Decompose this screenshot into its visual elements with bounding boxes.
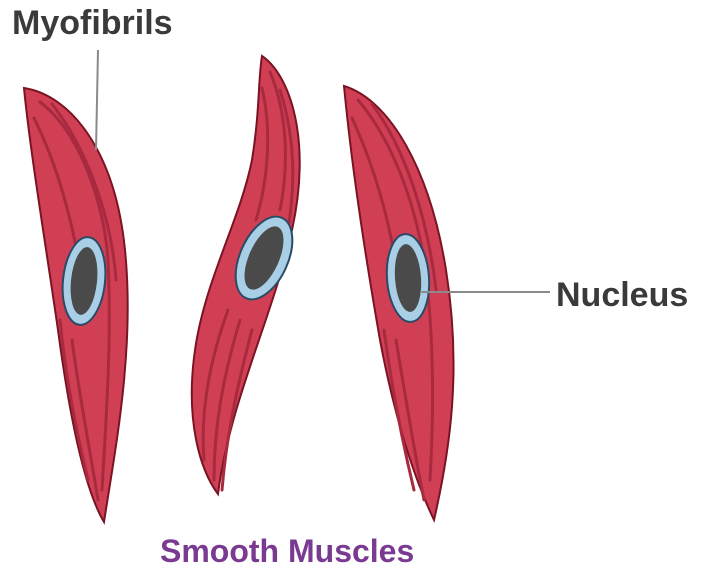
muscle-cell-right (344, 86, 454, 520)
muscle-cell-left (24, 88, 128, 522)
myofibrils-leader-line (96, 50, 98, 150)
muscle-cell-middle (192, 56, 304, 494)
diagram-title: Smooth Muscles (160, 533, 414, 570)
myofibrils-label: Myofibrils (12, 4, 173, 43)
nucleus-label: Nucleus (556, 276, 688, 315)
